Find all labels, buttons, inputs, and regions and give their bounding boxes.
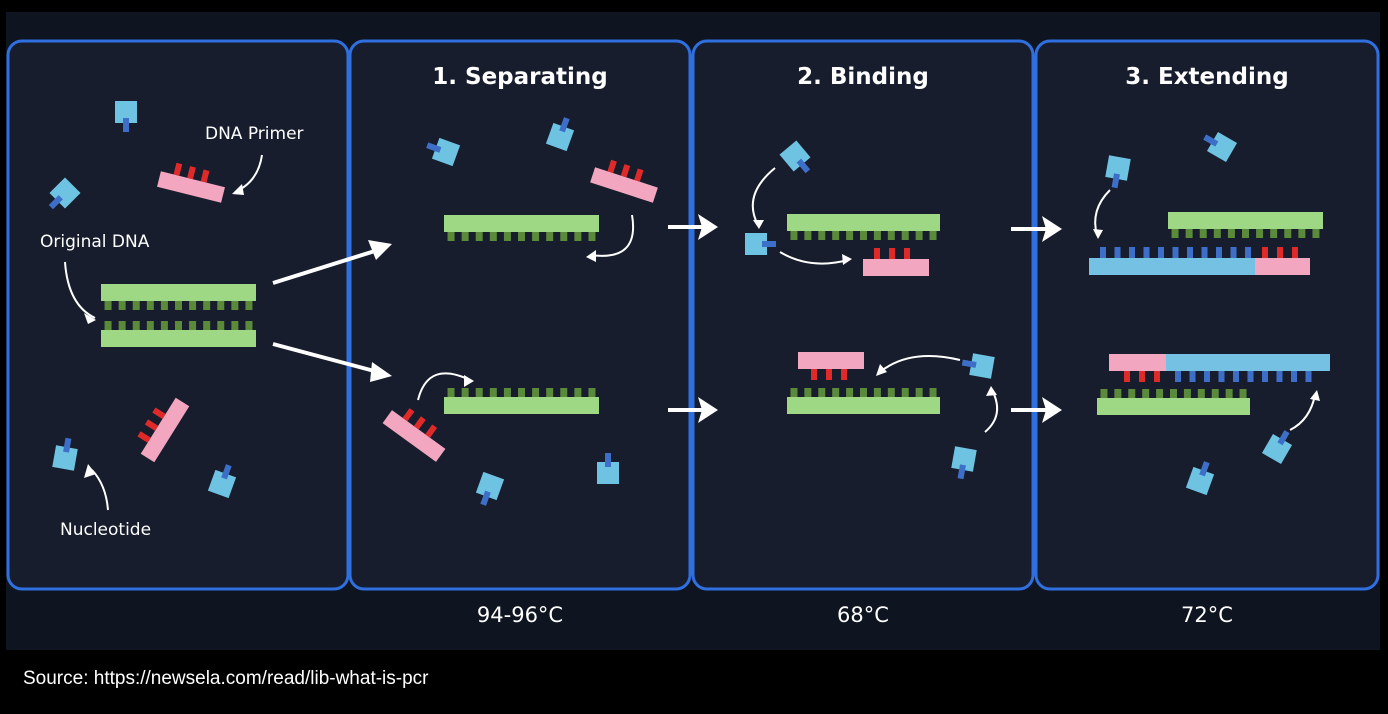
nucleotide-16 [1185, 461, 1215, 496]
pointer-arrowheads [84, 184, 1320, 478]
transition-arrows [272, 225, 1046, 412]
molecule-shapes [48, 101, 1330, 506]
bound-primer-top [863, 248, 929, 276]
temp-separating: 94-96°C [477, 603, 563, 627]
panel-original [6, 39, 350, 591]
nucleotide-14 [1203, 131, 1238, 163]
panel-extending [1034, 39, 1380, 591]
nucleotide-7 [475, 471, 505, 506]
pointer-arrows [64, 154, 1316, 511]
original-dna-pointer-arrow [64, 261, 96, 319]
extended-template-bottom [1097, 389, 1250, 415]
nucleotide-10 [745, 233, 776, 255]
nucleotide-4 [207, 464, 237, 499]
nucleotide-6 [545, 117, 575, 152]
primer-separating-1 [590, 159, 658, 203]
nucleotide-1 [115, 101, 137, 132]
nucleotide-move-arrow-2 [779, 251, 849, 265]
panel-title-extending: 3. Extending [1125, 64, 1288, 90]
primer-move-arrow-1 [589, 214, 635, 257]
bound-primer-bottom [798, 352, 864, 380]
nucleotide-3 [52, 437, 78, 471]
source-caption: Source: https://newsela.com/read/lib-wha… [23, 668, 429, 689]
nucleotide-8 [597, 453, 619, 484]
binding-strand-bottom [787, 388, 940, 414]
temp-extending: 72°C [1181, 603, 1233, 627]
nucleotide-5 [426, 137, 461, 167]
label-dna-primer: DNA Primer [205, 124, 304, 144]
binding-strand-top [787, 214, 940, 240]
dna-primer-1 [157, 162, 225, 203]
nucleotide-9 [779, 140, 811, 174]
label-original-dna: Original DNA [40, 232, 150, 252]
new-strand-bottom [1109, 354, 1330, 382]
original-dna-bottom-strand [101, 321, 256, 347]
panel-separating [348, 39, 692, 591]
label-nucleotide: Nucleotide [60, 520, 151, 540]
original-dna-top-strand [101, 284, 256, 310]
nucleotide-2 [48, 177, 81, 210]
dna-primer-2 [137, 397, 190, 463]
nucleotide-13 [1105, 155, 1131, 189]
separated-strand-bottom [444, 388, 599, 414]
primer-move-arrow-2 [417, 372, 471, 401]
nucleotide-move-arrow-1 [751, 167, 776, 226]
panel-title-binding: 2. Binding [797, 64, 929, 90]
nucleotide-move-arrow-3 [879, 355, 961, 373]
new-strand-top [1089, 247, 1310, 275]
temp-binding: 68°C [837, 603, 889, 627]
transition-arrowheads [368, 214, 1062, 423]
panel-title-separating: 1. Separating [432, 64, 607, 90]
panel-binding [691, 39, 1035, 591]
nucleotide-12 [951, 446, 977, 480]
primer-separating-2 [382, 408, 446, 462]
extended-template-top [1168, 212, 1323, 238]
nucleotide-15 [1261, 430, 1293, 465]
separated-strand-top [444, 215, 599, 241]
nucleotide-11 [961, 353, 995, 379]
